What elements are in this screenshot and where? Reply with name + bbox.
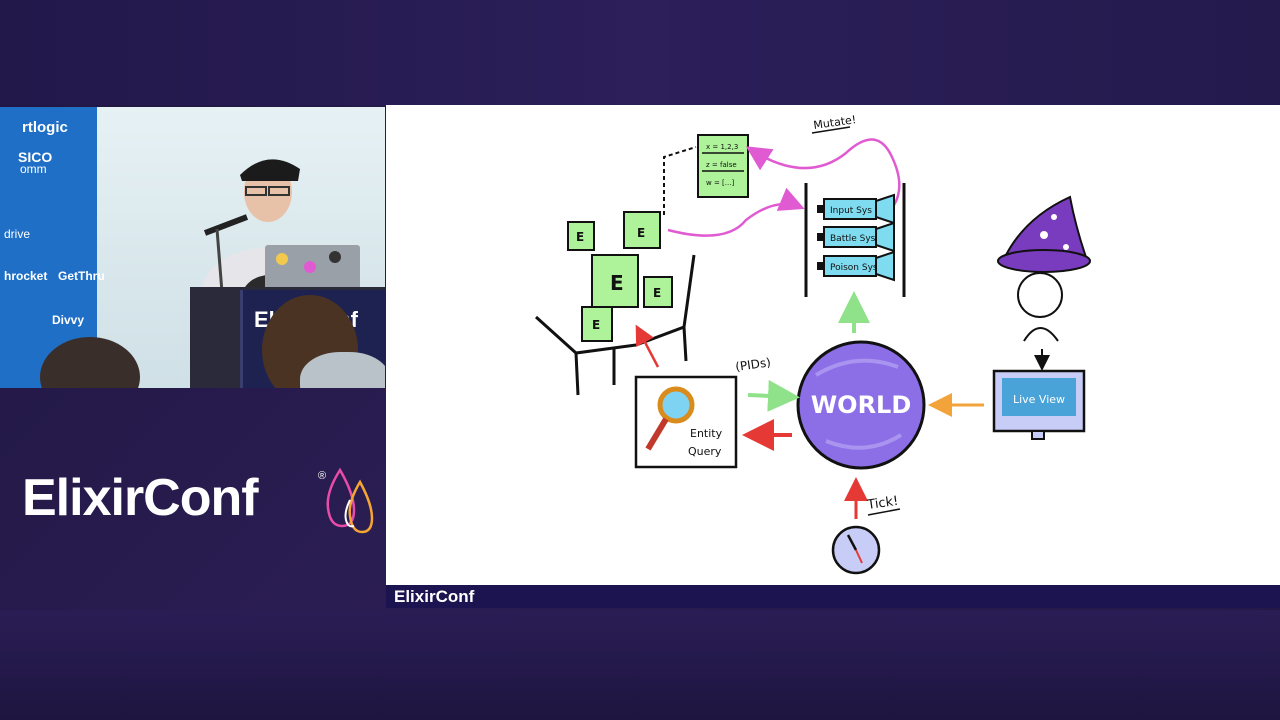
presentation-slide: E E E E E x = 1,2,3 z = false w = [...] … <box>386 105 1280 608</box>
systems-list: Input Sys Battle Sys Poison Sys <box>804 183 906 297</box>
component-row: w = [...] <box>706 179 734 187</box>
ecs-diagram: E E E E E x = 1,2,3 z = false w = [...] … <box>534 113 1091 575</box>
entity-query-label: Query <box>688 445 722 458</box>
entity-cube <box>623 211 661 249</box>
entity-cube <box>591 254 639 308</box>
sponsor-text: hrocket <box>4 269 48 283</box>
pids-label: (PIDs) <box>734 355 771 374</box>
green-arrow <box>747 379 800 412</box>
entity-letter: E <box>653 286 661 300</box>
entity-cube <box>643 276 673 308</box>
entity-letter: E <box>576 230 584 244</box>
elixir-drop-icon <box>326 467 374 534</box>
entity-cubes <box>567 211 673 342</box>
wizard-icon <box>997 195 1091 342</box>
magnifier-icon <box>657 386 695 424</box>
sponsor-banner: rtlogic SICO omm drive hrocket GetThru D… <box>0 107 105 388</box>
entity-letter: E <box>610 271 624 295</box>
bottom-background <box>0 610 1280 720</box>
sponsor-text: rtlogic <box>22 119 68 136</box>
magenta-arrow <box>745 138 901 206</box>
tick-label: Tick! <box>865 494 899 513</box>
top-background <box>0 0 1280 105</box>
registered-mark: ® <box>318 470 327 482</box>
audience-head <box>300 352 385 388</box>
world-sphere: WORLD <box>796 340 926 470</box>
entity-query-card: Entity Query <box>634 375 738 469</box>
sponsor-text: drive <box>4 227 31 241</box>
entity-letter: E <box>637 226 645 240</box>
slide-footer: ElixirConf <box>386 585 1280 608</box>
sponsor-text: omm <box>20 162 47 176</box>
clock-icon <box>831 525 881 575</box>
elixirconf-logo: ElixirConf <box>22 469 259 527</box>
speaker-video: rtlogic SICO omm drive hrocket GetThru D… <box>0 107 385 388</box>
sponsor-text: Divvy <box>52 313 85 327</box>
world-label: WORLD <box>811 391 912 419</box>
sponsor-text: GetThru <box>58 269 105 283</box>
red-arrow <box>635 324 660 368</box>
entity-cube <box>581 306 613 342</box>
entity-cube <box>567 221 595 251</box>
sponsor-text: SICO <box>18 149 53 165</box>
component-row: z = false <box>706 161 737 169</box>
entity-letter: E <box>592 318 600 332</box>
slide-footer-logo: ElixirConf <box>394 587 475 606</box>
liveview-label: Live View <box>1013 393 1065 406</box>
magenta-arrow <box>667 187 805 237</box>
system-label: Poison Sys <box>830 263 878 273</box>
component-row: x = 1,2,3 <box>706 143 738 151</box>
entity-query-label: Entity <box>690 427 723 440</box>
system-label: Battle Sys <box>830 234 876 244</box>
system-label: Input Sys <box>830 206 872 216</box>
component-cabinet: x = 1,2,3 z = false w = [...] <box>697 134 749 198</box>
liveview-monitor: Live View <box>992 369 1086 440</box>
